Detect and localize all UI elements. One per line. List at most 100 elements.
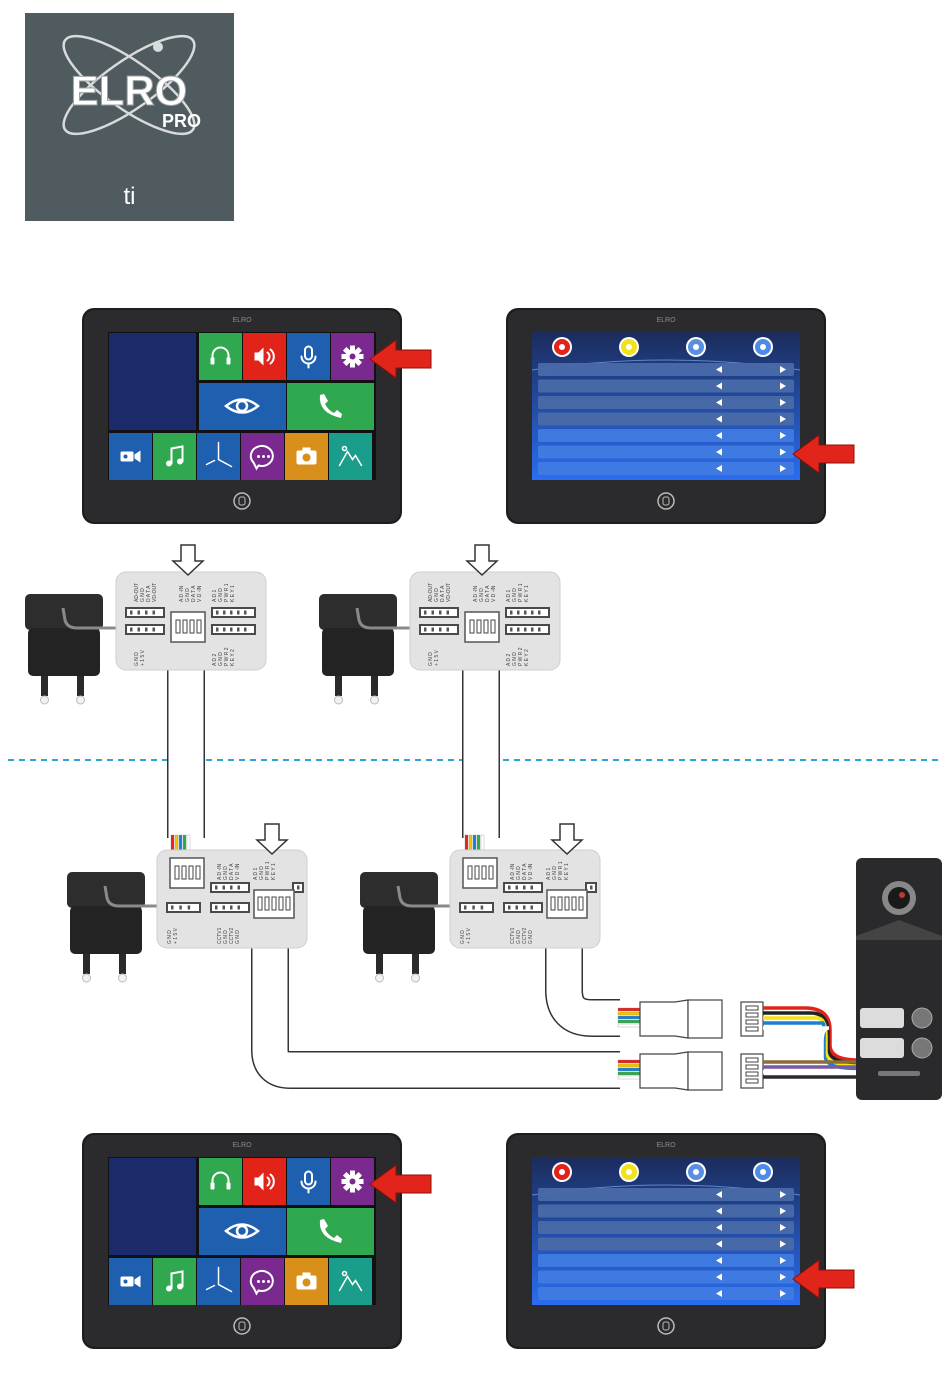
label-center: A D -IN xyxy=(510,863,516,880)
speaker-grille xyxy=(878,1071,920,1076)
wire xyxy=(617,1007,641,1012)
label-bottom-right: A D 2 xyxy=(212,654,218,666)
music-stem xyxy=(170,445,184,465)
gallery-mountains xyxy=(338,1275,363,1292)
outdoor-connector-top xyxy=(740,1001,764,1037)
eye-outline xyxy=(224,398,260,414)
pin xyxy=(515,885,518,890)
label-bottom-left: + 1 5 V xyxy=(434,649,440,666)
label-top-right: P W R 1 xyxy=(224,583,230,602)
label-center: D A T A xyxy=(191,585,197,602)
wire xyxy=(617,1071,641,1076)
call-button-top xyxy=(911,1007,933,1029)
label-center: D A T A xyxy=(485,585,491,602)
input-connector xyxy=(462,857,498,889)
row-left-arrow-icon xyxy=(716,1191,722,1198)
monitor-settings-upper: ELRO xyxy=(506,308,826,524)
camera-lens xyxy=(302,1278,311,1287)
output-pin xyxy=(257,896,263,911)
connector-slot xyxy=(745,1064,759,1070)
label-top-left: AD-OUT xyxy=(134,583,140,602)
output-connector xyxy=(546,889,588,919)
label-bottom-left: G N D xyxy=(460,930,466,944)
output-pin xyxy=(285,896,291,911)
label-top-right: P W R 1 xyxy=(518,583,524,602)
alarm-clock-icon-center xyxy=(693,344,699,350)
adapter-body xyxy=(322,628,394,676)
row-left-arrow-icon xyxy=(716,1290,722,1297)
adapter-pin-tip-right xyxy=(411,973,420,983)
red-arrow-settings-upper xyxy=(369,339,432,379)
pin xyxy=(517,610,520,615)
tile-music-note xyxy=(153,1258,196,1305)
row-right-arrow-icon xyxy=(780,1273,786,1281)
row-left-arrow-icon xyxy=(716,1273,722,1281)
adapter-body xyxy=(28,628,100,676)
row-right-arrow-icon xyxy=(780,415,786,423)
label-cctv: G N D xyxy=(528,930,534,944)
label-top-right: P W R 1 xyxy=(265,861,271,880)
svg-text:ELRO: ELRO xyxy=(71,67,188,114)
adapter-pin-left xyxy=(335,676,342,696)
eye-pupil xyxy=(235,1224,249,1238)
row-left-arrow-icon xyxy=(716,448,722,456)
settings-row xyxy=(538,429,794,442)
camera-video-icon xyxy=(120,450,141,463)
headphones-icon xyxy=(210,346,231,365)
label-center: G N D xyxy=(185,588,191,602)
pin xyxy=(530,905,533,910)
row-left-arrow-icon xyxy=(716,399,722,406)
row-left-arrow-icon xyxy=(716,1240,722,1248)
pin xyxy=(215,905,218,910)
down-arrow-lower-left xyxy=(255,823,289,856)
gallery-icon xyxy=(338,1270,363,1292)
home-button-inner xyxy=(238,496,246,506)
tile-microphone xyxy=(287,1158,330,1205)
row-right-arrow-icon xyxy=(780,382,786,390)
gear-icon xyxy=(341,345,364,368)
headphones-cup-left xyxy=(210,357,215,365)
adapter-pin-tip-left xyxy=(40,695,49,705)
settings-row xyxy=(538,1287,794,1300)
message-dot-3 xyxy=(267,455,270,458)
label-top-right: G N D xyxy=(218,588,224,602)
mic-capsule xyxy=(304,1170,313,1186)
monitor-brand-label: ELRO xyxy=(232,317,252,324)
label-bottom-right: K E Y 2 xyxy=(524,649,530,666)
label-top-left: G N D xyxy=(434,588,440,602)
label-cctv: G N D xyxy=(235,930,241,944)
pin xyxy=(515,905,518,910)
label-center: G N D xyxy=(516,866,522,880)
wire xyxy=(617,1063,641,1068)
wire xyxy=(617,1019,641,1024)
input-pin xyxy=(188,865,194,880)
settings-row xyxy=(538,1221,794,1234)
label-bottom-right: P W R 2 xyxy=(224,647,230,666)
pin xyxy=(230,905,233,910)
label-center: V D -IN xyxy=(235,863,241,880)
settings-row xyxy=(538,412,794,426)
camera-lens xyxy=(302,453,311,462)
label-center: V D -IN xyxy=(528,863,534,880)
phone-icon xyxy=(319,394,342,418)
camera-icon xyxy=(296,1272,317,1290)
pin xyxy=(223,627,226,632)
row-right-arrow-icon xyxy=(780,1207,786,1215)
label-top-right: K E Y 1 xyxy=(524,585,530,602)
label-center: G N D xyxy=(223,866,229,880)
plug-right xyxy=(639,999,723,1039)
gallery-mountains xyxy=(338,450,363,467)
row-left-arrow-icon xyxy=(716,432,722,439)
plug-body xyxy=(639,999,689,1039)
label-cctv: CCTV2 xyxy=(229,927,235,944)
tile-speaker xyxy=(243,333,286,380)
monitor-home-lower: ELRO xyxy=(82,1133,402,1349)
cable-outdoor-right xyxy=(546,945,620,1036)
clock-hands xyxy=(217,1266,233,1293)
pin xyxy=(237,905,240,910)
adapter-pin-tip-left xyxy=(375,973,384,983)
message-dot-1 xyxy=(257,1280,260,1283)
label-bottom-left: + 1 5 V xyxy=(140,649,146,666)
label-bottom-left: G N D xyxy=(167,930,173,944)
tile-call xyxy=(287,383,374,430)
